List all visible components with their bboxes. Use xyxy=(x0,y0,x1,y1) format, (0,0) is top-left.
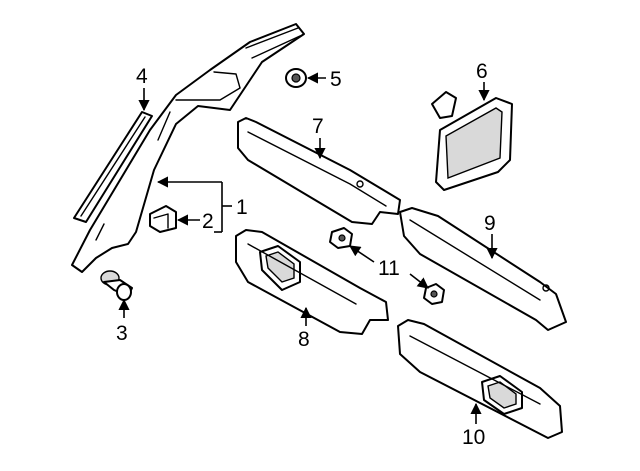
callout-7: 7 xyxy=(312,115,324,138)
leader-lines xyxy=(118,72,498,424)
part-4-weatherstrip xyxy=(73,111,153,223)
part-6-mirror xyxy=(431,91,513,191)
callout-1: 1 xyxy=(236,196,248,219)
part-2-clip xyxy=(149,205,177,233)
part-1-pillar-trim xyxy=(71,23,305,273)
part-7-header-trim xyxy=(237,117,401,225)
leader-11-right xyxy=(409,273,429,289)
part-11-visor-clip-right xyxy=(423,283,445,305)
leader-11-left xyxy=(349,245,375,263)
callouts: 4 5 6 7 1 2 9 11 3 8 10 xyxy=(116,60,496,449)
part-10-visor-with-mirror xyxy=(397,319,563,439)
part-11-visor-clip-left xyxy=(329,227,353,249)
callout-5: 5 xyxy=(330,68,342,91)
callout-4: 4 xyxy=(136,65,148,88)
callout-10: 10 xyxy=(462,426,485,449)
callout-9: 9 xyxy=(484,212,496,235)
callout-11: 11 xyxy=(378,257,400,280)
callout-8: 8 xyxy=(298,328,310,351)
callout-3: 3 xyxy=(116,322,128,345)
part-8-visor-with-mirror xyxy=(235,229,389,335)
part-9-visor xyxy=(399,207,567,331)
callout-2: 2 xyxy=(202,210,214,233)
part-3-plug xyxy=(100,270,133,301)
callout-6: 6 xyxy=(476,60,488,83)
part-5-grommet xyxy=(285,68,307,88)
